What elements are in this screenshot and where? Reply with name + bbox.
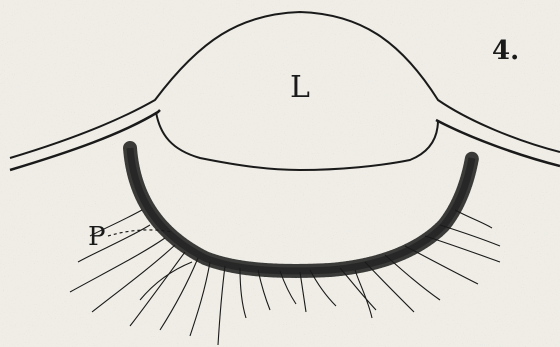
pigment-label: P bbox=[88, 222, 106, 252]
figure-number-label: 4. bbox=[492, 36, 519, 66]
lens-label: L bbox=[290, 70, 310, 105]
